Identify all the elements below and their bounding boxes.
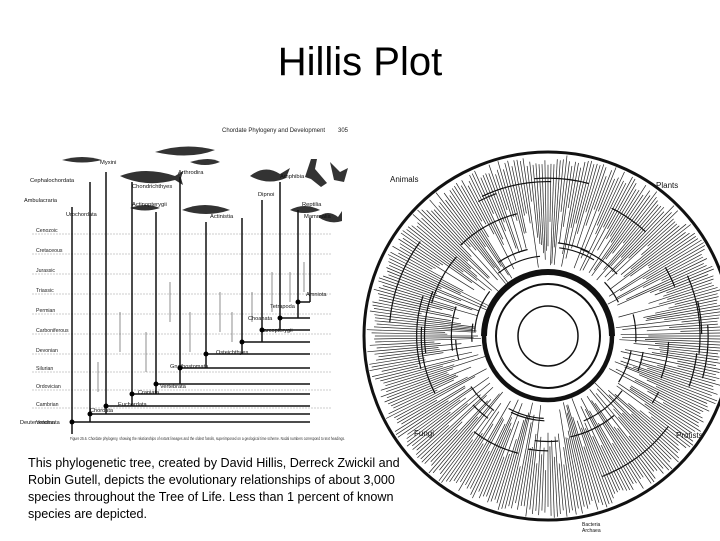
figure-page-number: 305 (338, 128, 349, 134)
fossil-annotations (98, 262, 304, 392)
period-label: Cretaceous (36, 248, 63, 254)
period-label: Cambrian (36, 402, 59, 408)
taxon-label: Reptilia (302, 202, 322, 208)
clade-label: Gnathostomata (170, 364, 209, 370)
taxon-label: Actinistia (210, 214, 234, 220)
period-label: Triassic (36, 288, 54, 294)
slide-title: Hillis Plot (0, 40, 720, 85)
taxon-label: Arthrodira (178, 170, 204, 176)
figure-caption: Figure 25.6. Chordate phylogeny, showing… (70, 436, 345, 441)
time-scale-rows (32, 234, 332, 408)
taxon-label: Mammalia (304, 214, 332, 220)
clade-label: Chordata (90, 408, 114, 414)
animal-silhouettes (62, 146, 348, 222)
clade-label: Ambulacraria (24, 198, 58, 204)
figure-header: Chordate Phylogeny and Development (222, 128, 325, 134)
label-animals: Animals (390, 175, 418, 184)
period-label: Ordovician (36, 384, 61, 390)
figure-caption-text: This phylogenetic tree, created by David… (28, 455, 408, 523)
clade-label: Deuterostomata (20, 420, 61, 426)
taxon-label: Myxini (100, 160, 116, 166)
clade-label: Osteichthyes (216, 350, 249, 356)
period-label: Cenozoic (36, 228, 58, 234)
circular-phylogenetic-tree: Animals Plants Fungi Protists Bacteria A… (358, 146, 720, 536)
tree-of-life-figure: Animals Plants Fungi Protists Bacteria A… (358, 146, 720, 536)
taxon-label: Amphibia (280, 174, 305, 180)
taxon-label: Cephalochordata (30, 178, 75, 184)
period-label: Jurassic (36, 268, 55, 274)
label-archaea: Archaea (582, 528, 601, 534)
tree-branches (367, 156, 720, 518)
period-label: Permian (36, 308, 55, 314)
label-plants: Plants (656, 181, 678, 190)
period-label: Devonian (36, 348, 58, 354)
label-protists: Protists (676, 431, 703, 440)
taxon-label: Actinopterygii (132, 202, 167, 208)
clade-label: Tetrapoda (270, 304, 296, 310)
taxon-label: Chondrichthyes (132, 184, 172, 190)
label-fungi: Fungi (414, 429, 434, 438)
clade-label: Vertebrata (160, 384, 187, 390)
clade-label: Sarcopterygii (260, 328, 293, 334)
clade-label: Amniota (306, 292, 327, 298)
taxon-label: Dipnoi (258, 192, 274, 198)
chordate-phylogeny-figure: Chordate Phylogeny and Development 305 C… (10, 122, 355, 452)
period-label: Carboniferous (36, 328, 69, 334)
clade-label: Urochordata (66, 212, 98, 218)
period-label: Silurian (36, 366, 53, 372)
